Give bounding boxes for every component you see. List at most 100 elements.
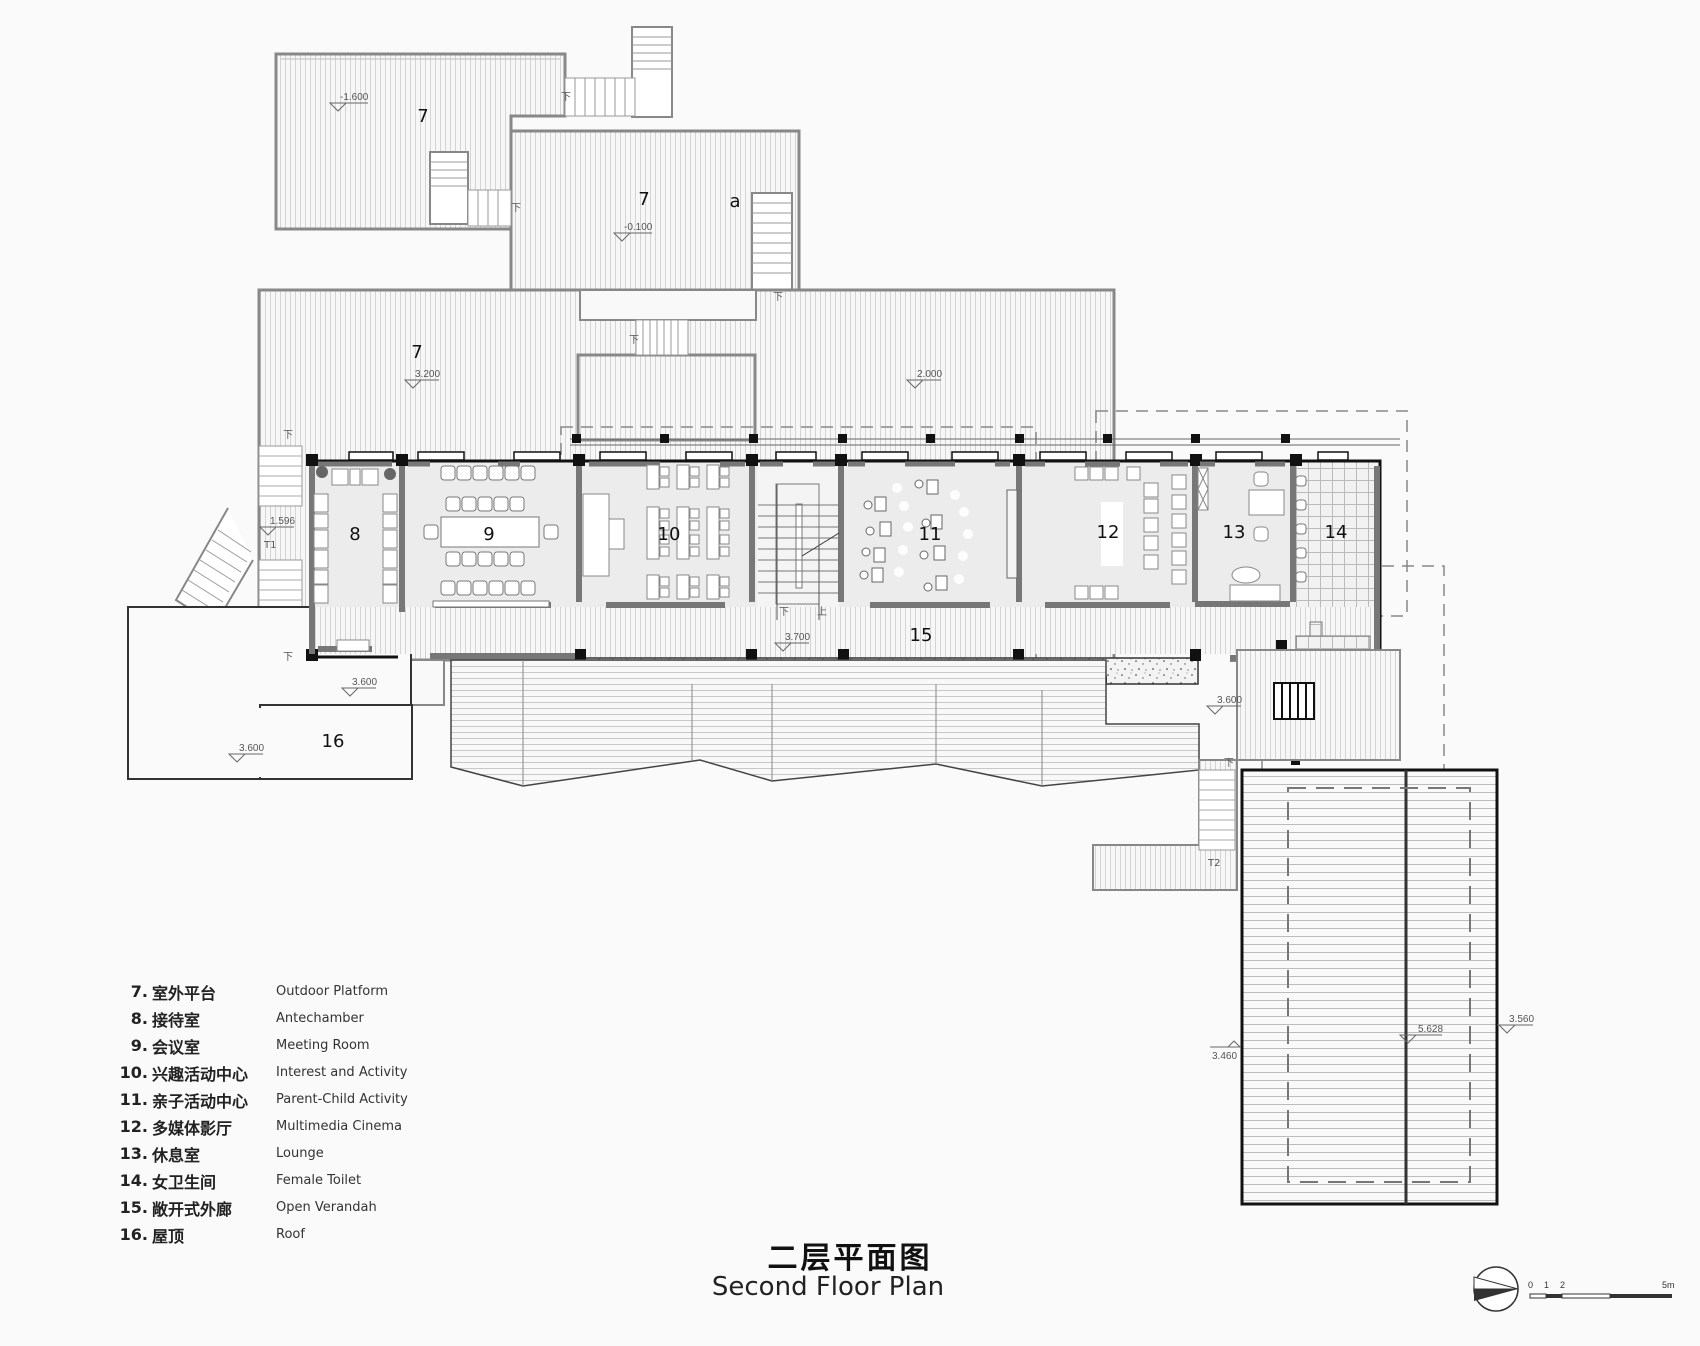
legend-chinese: 接待室 bbox=[152, 1010, 201, 1030]
east-deck bbox=[1236, 649, 1401, 761]
room-label-7a: 7 bbox=[417, 106, 428, 127]
elevation-marker: 3.600 bbox=[340, 677, 377, 697]
svg-text:下: 下 bbox=[773, 292, 783, 303]
svg-text:3.600: 3.600 bbox=[239, 743, 264, 754]
svg-text:5m: 5m bbox=[1662, 1280, 1675, 1290]
legend-number: 12. bbox=[119, 1117, 148, 1136]
room-label-14: 14 bbox=[1325, 522, 1348, 543]
svg-text:下: 下 bbox=[283, 430, 293, 441]
elevation-marker: 2.000 bbox=[905, 369, 942, 389]
elevation-marker: 1.596 bbox=[258, 516, 295, 536]
legend-item-16: 16. 屋顶 Roof bbox=[118, 1221, 438, 1248]
elevation-marker: 3.700 bbox=[773, 632, 810, 652]
legend: 7. 室外平台 Outdoor Platform 8. 接待室 Antecham… bbox=[118, 978, 438, 1248]
legend-number: 9. bbox=[130, 1036, 148, 1055]
legend-item-13: 13. 休息室 Lounge bbox=[118, 1140, 438, 1167]
furniture-room-11 bbox=[859, 479, 1018, 592]
drawing-title-chinese: 二层平面图 bbox=[767, 1241, 933, 1276]
svg-text:下: 下 bbox=[511, 203, 521, 214]
legend-chinese: 屋顶 bbox=[152, 1226, 185, 1246]
svg-text:5.628: 5.628 bbox=[1418, 1024, 1443, 1035]
legend-number: 16. bbox=[119, 1225, 148, 1244]
room-label-9: 9 bbox=[483, 524, 494, 545]
stair-top-right bbox=[564, 26, 673, 118]
room-label-16: 16 bbox=[322, 731, 345, 752]
stair-mid-right bbox=[751, 192, 793, 292]
elevation-marker: 3.460 bbox=[1210, 1040, 1242, 1062]
legend-english: Outdoor Platform bbox=[276, 984, 389, 999]
legend-item-8: 8. 接待室 Antechamber bbox=[118, 1005, 438, 1032]
room-label-15: 15 bbox=[910, 625, 933, 646]
svg-text:3.600: 3.600 bbox=[1217, 695, 1242, 706]
legend-item-14: 14. 女卫生间 Female Toilet bbox=[118, 1167, 438, 1194]
room-label-7c: 7 bbox=[411, 342, 422, 363]
legend-number: 7. bbox=[130, 982, 148, 1001]
lower-deck bbox=[450, 659, 1200, 787]
furniture-room-12 bbox=[1074, 466, 1187, 600]
north-arrow-icon bbox=[1473, 1266, 1519, 1312]
svg-text:3.200: 3.200 bbox=[415, 369, 440, 380]
room-label-12: 12 bbox=[1097, 522, 1120, 543]
room-label-11: 11 bbox=[919, 524, 942, 545]
legend-item-9: 9. 会议室 Meeting Room bbox=[118, 1032, 438, 1059]
elevation-marker: -0.100 bbox=[612, 222, 653, 242]
legend-chinese: 兴趣活动中心 bbox=[152, 1064, 249, 1084]
svg-text:上: 上 bbox=[817, 606, 827, 618]
furniture-room-9 bbox=[423, 465, 559, 608]
outdoor-platform-upper-left bbox=[274, 52, 567, 231]
legend-english: Lounge bbox=[276, 1146, 324, 1161]
north-arrow-and-scale: 0 1 2 5m bbox=[1473, 1266, 1675, 1312]
legend-item-7: 7. 室外平台 Outdoor Platform bbox=[118, 978, 438, 1005]
elevation-marker: 3.200 bbox=[403, 369, 440, 389]
svg-text:下: 下 bbox=[629, 335, 639, 346]
walls bbox=[309, 459, 1382, 662]
legend-number: 11. bbox=[119, 1090, 148, 1109]
svg-text:3.700: 3.700 bbox=[785, 632, 810, 643]
svg-text:下: 下 bbox=[1224, 758, 1234, 769]
legend-item-12: 12. 多媒体影厅 Multimedia Cinema bbox=[118, 1113, 438, 1140]
svg-text:T1: T1 bbox=[263, 540, 276, 551]
drawing-title-english: Second Floor Plan bbox=[711, 1272, 945, 1302]
svg-text:下: 下 bbox=[561, 92, 571, 103]
legend-item-10: 10. 兴趣活动中心 Interest and Activity bbox=[118, 1059, 438, 1086]
elevation-marker: 3.600 bbox=[227, 743, 264, 763]
legend-chinese: 室外平台 bbox=[152, 983, 217, 1003]
furniture-room-8 bbox=[313, 466, 398, 652]
legend-english: Open Verandah bbox=[276, 1200, 377, 1215]
legend-chinese: 女卫生间 bbox=[152, 1172, 217, 1192]
legend-number: 10. bbox=[119, 1063, 148, 1082]
svg-text:0: 0 bbox=[1528, 1280, 1533, 1290]
room-label-7b: 7 bbox=[638, 189, 649, 210]
room-labels: 7 7 7 8 9 10 11 12 13 14 15 16 a bbox=[322, 106, 1348, 752]
svg-text:-0.100: -0.100 bbox=[624, 222, 653, 233]
svg-text:3.560: 3.560 bbox=[1509, 1014, 1534, 1025]
scale-bar: 0 1 2 5m bbox=[1528, 1280, 1675, 1299]
elevation-marker: -1.600 bbox=[328, 92, 369, 112]
legend-number: 15. bbox=[119, 1198, 148, 1217]
room-label-8: 8 bbox=[349, 524, 360, 545]
room-label-13: 13 bbox=[1223, 522, 1246, 543]
stair-mid-left bbox=[429, 151, 512, 227]
windows bbox=[348, 451, 1349, 461]
furniture-room-13 bbox=[1197, 467, 1285, 602]
svg-text:1: 1 bbox=[1544, 1280, 1549, 1290]
legend-english: Multimedia Cinema bbox=[276, 1119, 402, 1134]
elevation-markers: -1.600 -0.100 3.200 2.000 1.596 3.700 3.… bbox=[227, 92, 1534, 1062]
legend-english: Antechamber bbox=[276, 1011, 364, 1026]
legend-english: Parent-Child Activity bbox=[276, 1092, 408, 1107]
central-staircase bbox=[758, 483, 840, 620]
south-east-roof bbox=[1240, 768, 1499, 1206]
legend-number: 8. bbox=[130, 1009, 148, 1028]
legend-item-11: 11. 亲子活动中心 Parent-Child Activity bbox=[118, 1086, 438, 1113]
elevation-marker: 5.628 bbox=[1398, 1024, 1443, 1044]
svg-text:下: 下 bbox=[283, 652, 293, 663]
east-stair-t2 bbox=[1092, 759, 1238, 891]
furniture-room-10 bbox=[582, 464, 730, 600]
legend-english: Female Toilet bbox=[276, 1173, 362, 1188]
svg-text:T2: T2 bbox=[1207, 858, 1220, 869]
legend-english: Meeting Room bbox=[276, 1038, 370, 1053]
legend-chinese: 亲子活动中心 bbox=[152, 1091, 249, 1111]
svg-text:1.596: 1.596 bbox=[270, 516, 295, 527]
svg-text:3.460: 3.460 bbox=[1212, 1051, 1237, 1062]
